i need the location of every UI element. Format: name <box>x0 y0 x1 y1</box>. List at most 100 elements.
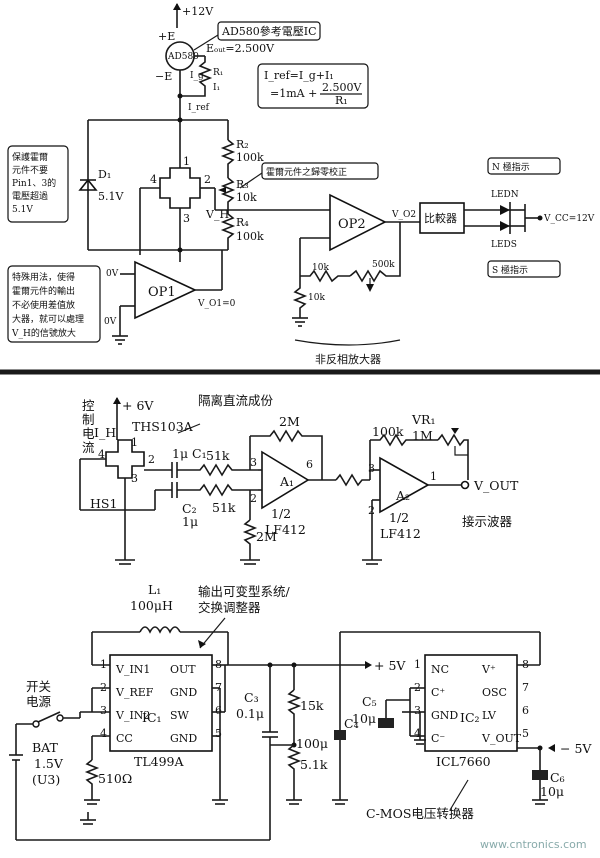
ig-label: I_g <box>190 71 204 81</box>
i1-label: I₁ <box>213 83 220 93</box>
gnd-10k-label: 10k <box>308 293 325 303</box>
vout-label: V_OUT <box>473 478 519 493</box>
c3-value: 0.1μ <box>236 706 264 721</box>
ic1-pin-label: V_IN2 <box>115 709 150 722</box>
c2-label: C₂ <box>182 501 197 516</box>
formula-line1: I_ref=I_g+I₁ <box>264 69 334 82</box>
c4-value: 100μ <box>296 736 328 751</box>
minus5v-label: − 5V <box>560 741 592 756</box>
ic1-pin-number: 5 <box>215 727 222 740</box>
r2m-top-label: 2M <box>279 414 300 429</box>
power-switch[interactable] <box>56 714 64 722</box>
ic1-pin-number: 4 <box>100 727 107 740</box>
ledn-label: LEDN <box>491 190 519 200</box>
op1-0v-top: 0V <box>106 269 119 279</box>
ic2-part-label: ICL7660 <box>436 754 491 769</box>
battery-voltage: 1.5V <box>34 756 64 771</box>
op2-label: OP2 <box>338 217 366 232</box>
ih-label: I_H <box>94 425 116 440</box>
cmos-converter-label: C-MOS电压转换器 <box>366 806 474 821</box>
hs1-pin-3: 3 <box>131 472 138 485</box>
fb-10k-label: 10k <box>312 263 329 273</box>
c5-value: 10μ <box>352 711 376 726</box>
op1-amplifier <box>134 260 197 320</box>
a2-pin-1: 1 <box>430 470 437 483</box>
n-pole-callout: N 極指示 <box>492 161 530 173</box>
ic2-icl7660 <box>424 654 518 752</box>
r4-value: 100k <box>236 230 264 243</box>
a2-part-label: LF412 <box>380 526 421 541</box>
c3-label: C₃ <box>244 690 259 705</box>
ic1-pin-label: SW <box>170 709 190 722</box>
vo2-label: V_O2 <box>391 210 416 220</box>
r51k-label: 5.1k <box>300 757 328 772</box>
r51k-b-label: 51k <box>212 500 236 515</box>
switch-label-line2: 电源 <box>26 694 52 709</box>
special-note-line: 不必使用差值放 <box>12 299 75 311</box>
r3-label: R₃ <box>236 178 249 191</box>
special-note-line: 大器，就可以處理 <box>12 313 84 325</box>
c6-capacitor <box>532 770 548 780</box>
s-pole-callout: S 極指示 <box>492 264 528 276</box>
special-note-line: 霍爾元件的輸出 <box>12 285 75 297</box>
c5-capacitor <box>378 718 394 728</box>
op2-amplifier <box>329 193 387 252</box>
comparator-label: 比較器 <box>424 211 457 225</box>
iref-formula-box <box>257 63 369 109</box>
middle-panel-hall-amplifier: 控 制 电 流 + 6V 隔离直流成份 I_H THS103A 1 4 2 3 … <box>79 393 519 565</box>
s-pole-callout-box <box>487 260 561 278</box>
r2-value: 100k <box>236 151 264 164</box>
r1-label: R₁ <box>213 68 223 78</box>
c6-label: C₆ <box>550 770 565 785</box>
r2m-bottom-label: 2M <box>256 529 277 544</box>
zener-note-line: Pin1、3的 <box>12 177 56 189</box>
leds-label: LEDS <box>491 240 517 250</box>
noninverting-amp-label: 非反相放大器 <box>315 352 381 366</box>
hall-sensor-hs1 <box>105 439 145 479</box>
hall-element <box>159 167 201 209</box>
supply-top-label: +12V <box>182 5 214 18</box>
ic2-label: IC₂ <box>460 710 480 725</box>
a2-opamp <box>379 456 430 514</box>
l1-label: L₁ <box>148 582 161 597</box>
hall-pin-2: 2 <box>204 173 211 186</box>
bottom-panel-power-supply: L₁ 100μH 输出可变型系统/ 交换调整器 V_IN1 V_REF V_IN… <box>9 582 592 851</box>
a2-half-label: 1/2 <box>389 510 409 525</box>
op1-label: OP1 <box>148 285 176 300</box>
watermark-text: www.cntronics.com <box>480 838 587 851</box>
formula-numerator: 2.500V <box>322 81 362 94</box>
ic1-pin-label: GND <box>170 732 197 745</box>
control-current-char: 制 <box>82 412 95 427</box>
control-current-char: 控 <box>82 398 95 413</box>
ic1-pin-number: 3 <box>100 704 107 717</box>
vh-label: V_H <box>205 208 229 221</box>
c4-label: C₄ <box>344 716 359 731</box>
ic1-pin-number: 6 <box>215 704 222 717</box>
hall-pin-1: 1 <box>183 155 190 168</box>
ic2-pin-label: V⁺ <box>481 663 496 676</box>
ic2-pin-number: 3 <box>414 704 421 717</box>
op1-0v-bottom: 0V <box>104 317 117 327</box>
fb-500k-label: 500k <box>372 260 395 270</box>
ic2-pin-number: 7 <box>522 681 529 694</box>
zero-calibration-callout-box <box>261 162 379 180</box>
ths103a-label: THS103A <box>132 419 194 434</box>
ic2-pin-label: OSC <box>482 686 507 699</box>
r4-label: R₄ <box>236 216 249 229</box>
c2-value: 1μ <box>182 514 198 529</box>
formula-denominator: R₁ <box>335 94 348 107</box>
vo1-label: V_O1=0 <box>197 299 236 309</box>
ic1-pin-label: GND <box>170 686 197 699</box>
hs1-label: HS1 <box>90 496 117 511</box>
oscilloscope-label: 接示波器 <box>462 514 513 529</box>
top-panel-hall-sensor-circuit: +12V +E AD580 −E AD580參考電壓IC Eₒᵤₜ=2.500V… <box>7 3 595 366</box>
iref-label: I_ref <box>188 103 210 113</box>
minus-e-label: −E <box>155 70 172 83</box>
special-note-line: 特殊用法，使得 <box>12 271 75 283</box>
ic2-pin-label: NC <box>431 663 449 676</box>
hall-pin-4: 4 <box>150 173 157 186</box>
dc-isolation-title: 隔离直流成份 <box>198 393 274 408</box>
l1-value: 100μH <box>130 598 173 613</box>
zener-note-line: 5.1V <box>12 205 33 215</box>
